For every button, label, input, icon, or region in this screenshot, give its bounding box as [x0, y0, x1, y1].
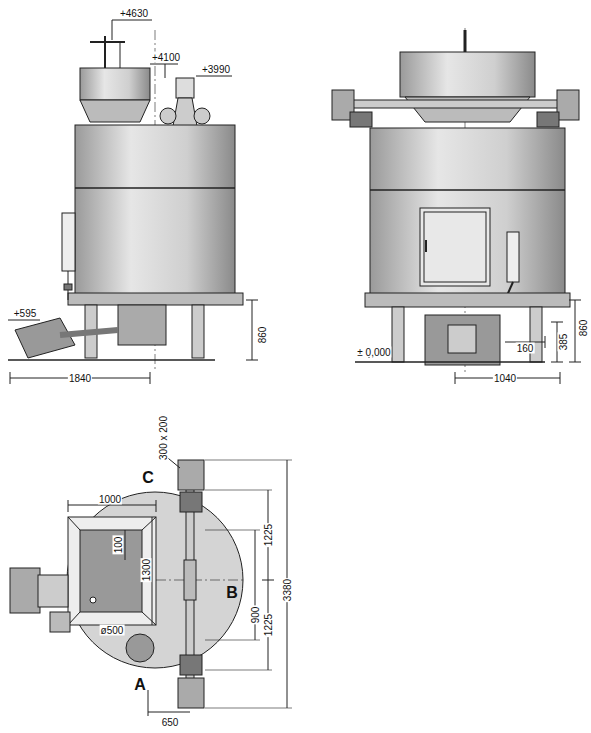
dimension-label: +3990 — [201, 64, 231, 75]
dimension-label: 3380 — [282, 578, 293, 602]
dimension-label: ø500 — [100, 625, 125, 636]
dimension-label: +4630 — [119, 8, 149, 19]
dimension-label: 900 — [250, 606, 261, 625]
dimension-label: 100 — [113, 536, 124, 555]
dimension-label: 300 x 200 — [158, 415, 169, 461]
dimension-label: 860 — [578, 319, 589, 338]
dimension-label: 1300 — [141, 558, 152, 582]
dimension-label: ± 0,000 — [356, 347, 391, 358]
dimension-label: 1225 — [263, 613, 274, 637]
dimension-label: 650 — [161, 717, 180, 728]
dimension-label: 1225 — [263, 523, 274, 547]
view-letter: C — [141, 469, 155, 486]
dimension-label: 860 — [257, 326, 268, 345]
dimension-label: 1000 — [98, 494, 122, 505]
dimension-label: +4100 — [151, 52, 181, 63]
view-letter: B — [225, 584, 239, 601]
view-letter: A — [133, 676, 147, 693]
dimension-label: 160 — [516, 343, 535, 354]
dimension-label: 1840 — [68, 373, 92, 384]
dimension-label: 385 — [558, 333, 569, 352]
dimension-label: +595 — [13, 308, 38, 319]
dimension-label: 1040 — [493, 373, 517, 384]
